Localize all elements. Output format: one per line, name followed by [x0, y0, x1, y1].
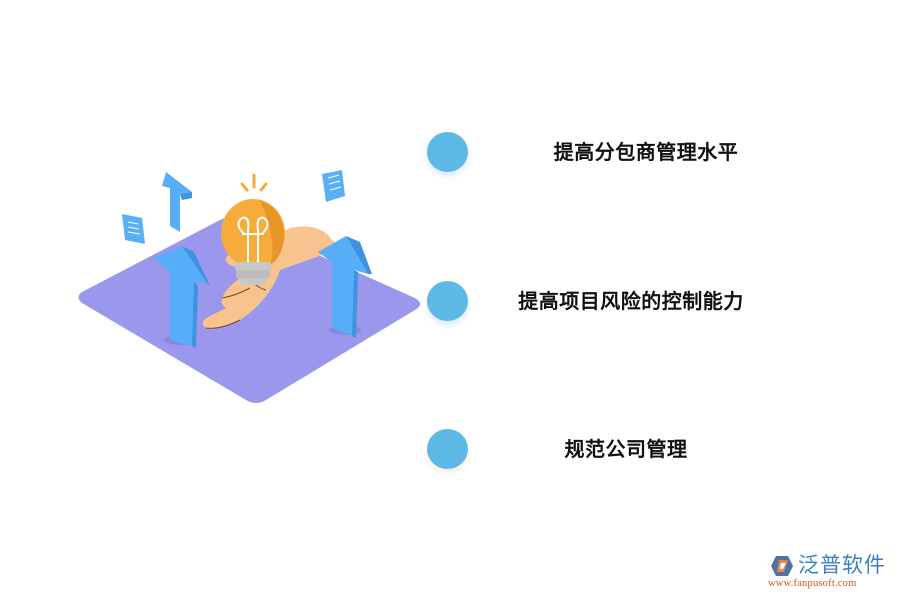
lightbulb-icon [221, 173, 285, 285]
list-item: 提高项目风险的控制能力 [426, 280, 786, 324]
hero-illustration [70, 160, 430, 410]
brand-logo-icon [771, 556, 793, 576]
bullet-circle-icon [427, 429, 468, 469]
document-icon [122, 214, 145, 244]
document-icon [322, 170, 345, 202]
up-arrow-icon [154, 246, 210, 348]
list-item: 规范公司管理 [426, 428, 786, 472]
list-item: 提高分包商管理水平 [426, 131, 786, 175]
brand-url: www.fanpusoft.com [768, 578, 857, 589]
up-arrow-icon [318, 236, 372, 338]
item-label: 规范公司管理 [564, 437, 688, 461]
bullet-circle-icon [427, 132, 468, 172]
bullet-circle-icon [427, 281, 468, 321]
item-label: 提高分包商管理水平 [553, 140, 739, 164]
brand-name: 泛普软件 [798, 553, 886, 577]
up-arrow-icon [162, 172, 192, 232]
brand-watermark: 泛普软件 www.fanpusoft.com [768, 551, 898, 593]
item-label: 提高项目风险的控制能力 [518, 289, 744, 313]
